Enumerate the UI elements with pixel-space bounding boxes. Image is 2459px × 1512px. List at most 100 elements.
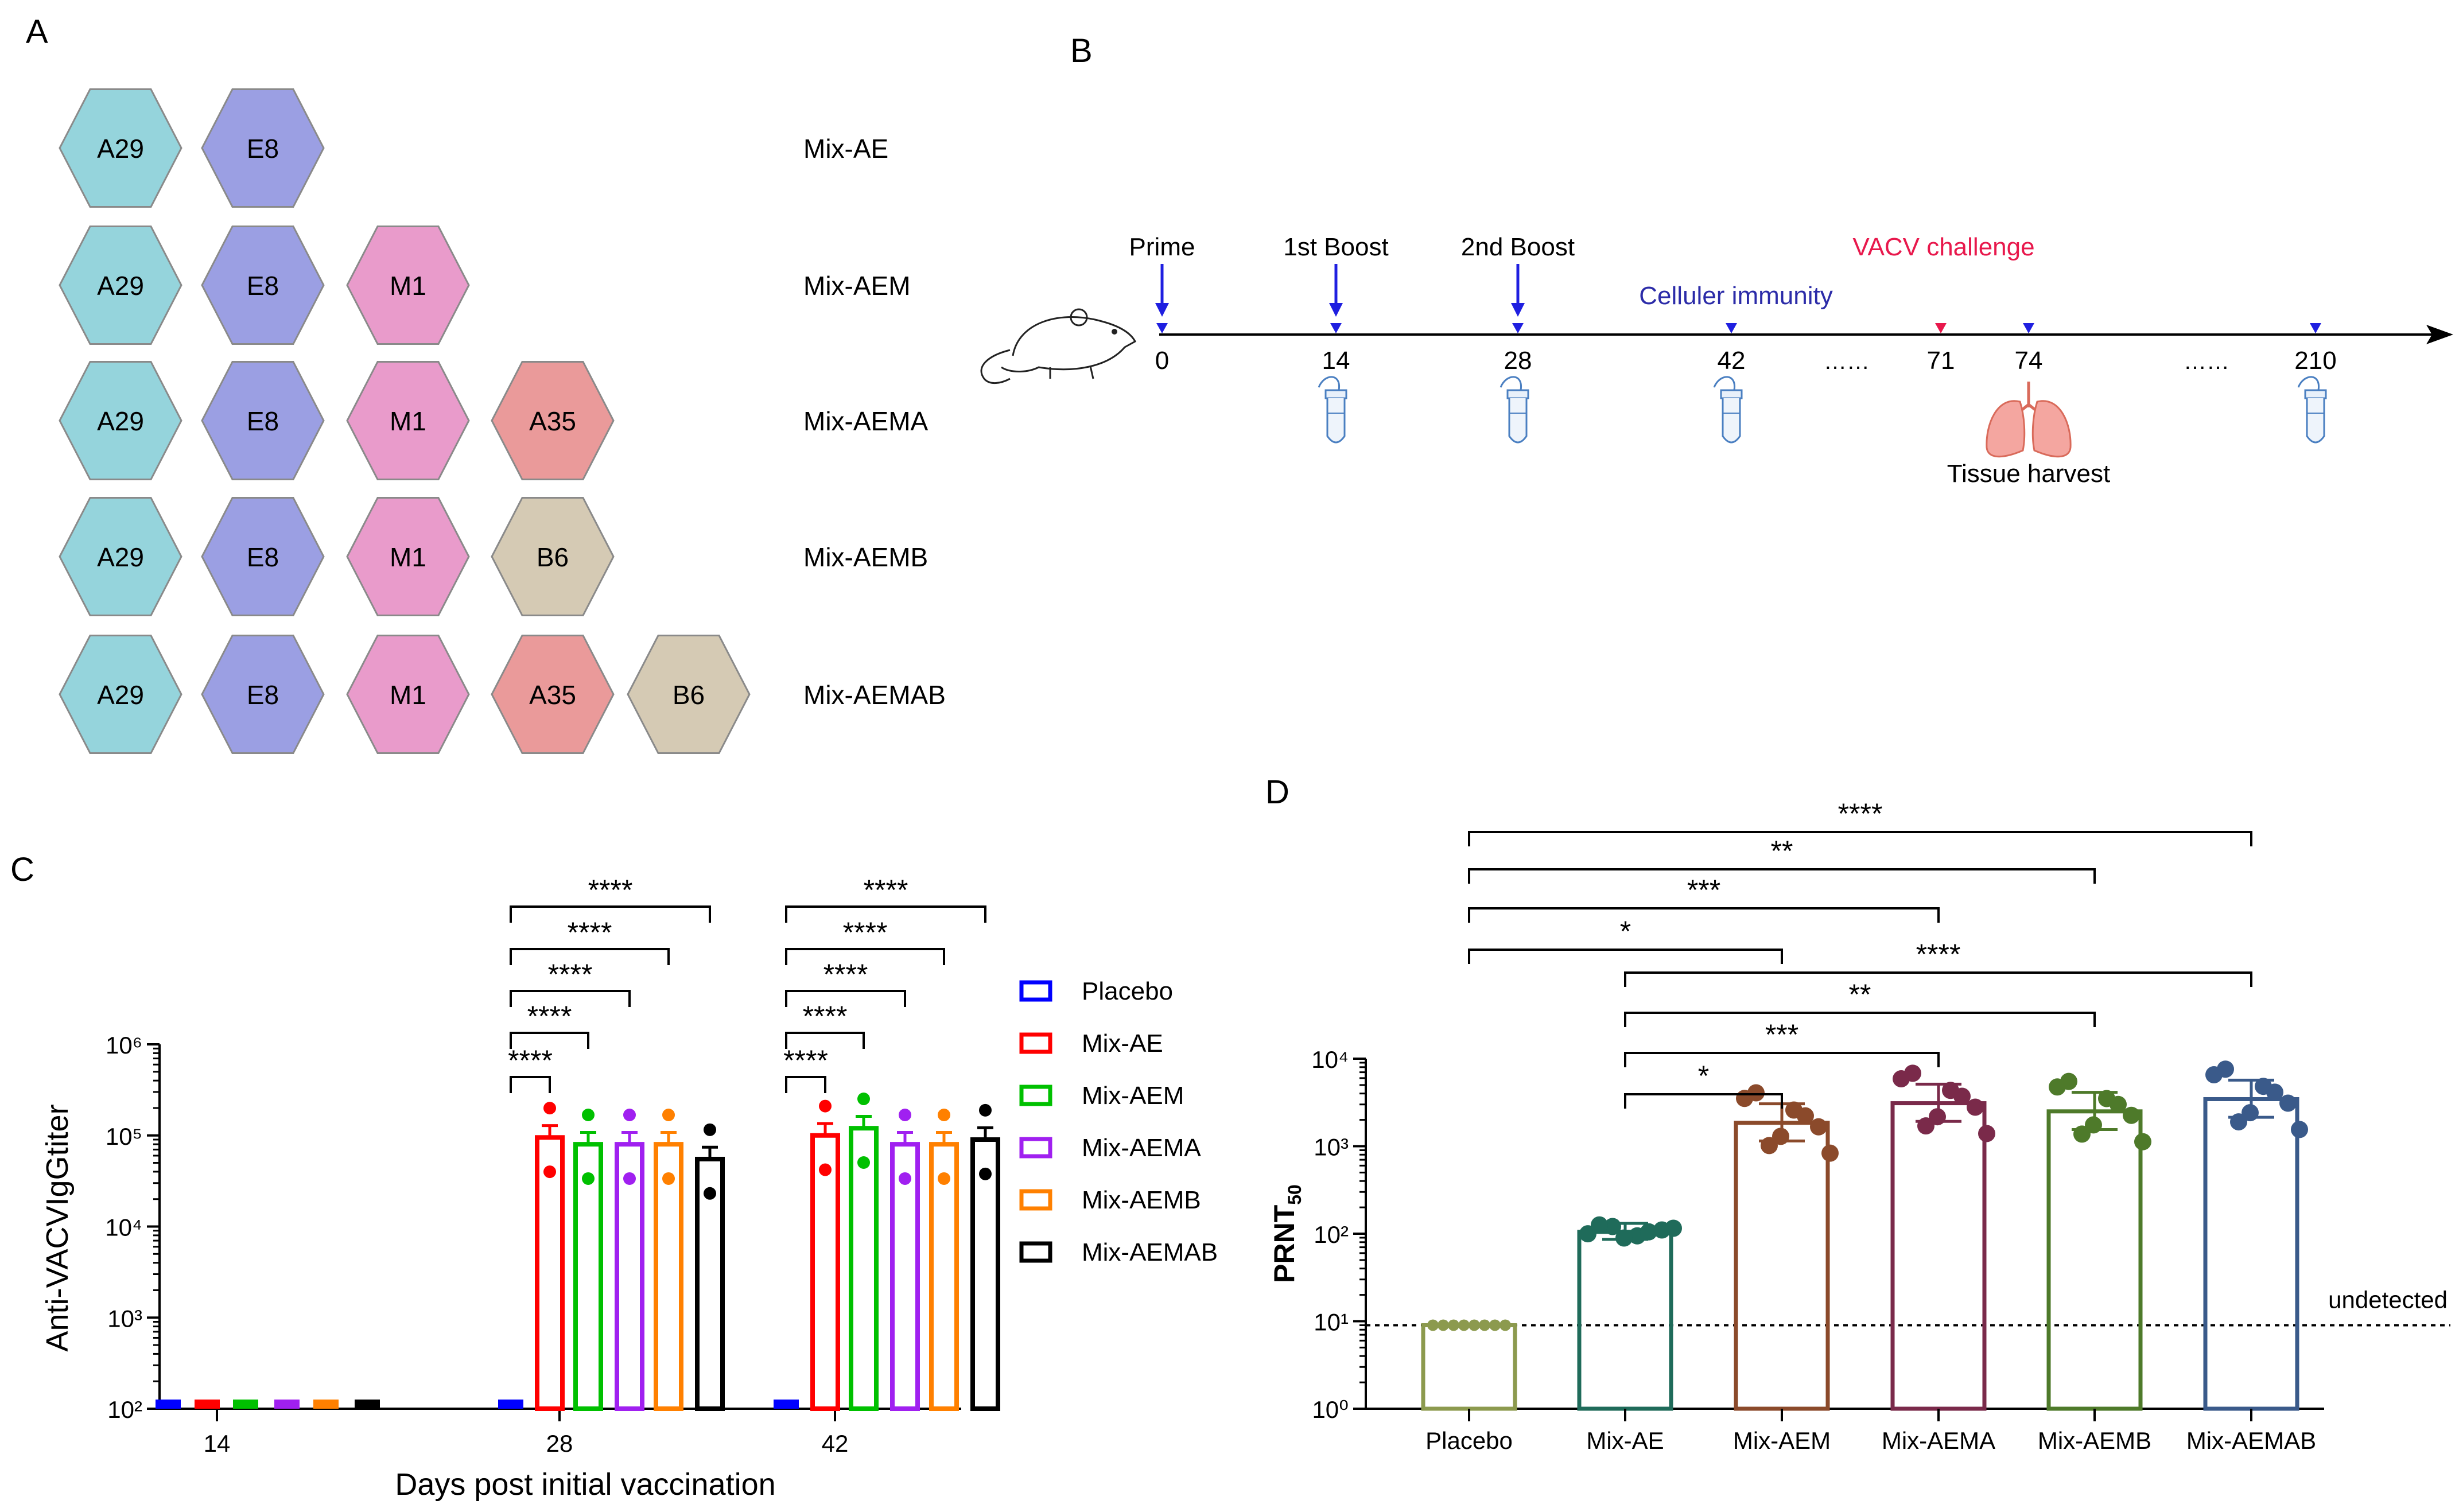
data-point [2230, 1113, 2247, 1131]
significance-label: **** [803, 1000, 848, 1032]
significance-bracket [1468, 949, 1783, 964]
y-axis-label-subscript: 50 [1284, 1184, 1305, 1205]
antigen-label: E8 [247, 271, 279, 301]
data-point [1591, 1216, 1608, 1234]
timepoint-marker [1726, 323, 1737, 333]
data-point [1810, 1118, 1827, 1136]
y-axis-label: PRNT50 [1268, 1184, 1305, 1283]
timepoint-marker [1156, 323, 1168, 333]
data-point [979, 1167, 992, 1180]
detection-limit-label: undetected [2328, 1286, 2448, 1313]
day-label: 42 [1718, 347, 1746, 375]
left-lung [1986, 400, 2026, 458]
data-point [2060, 1072, 2077, 1090]
event-label: 2nd Boost [1461, 233, 1575, 261]
data-point [899, 1108, 911, 1121]
timeline-arrowhead [2426, 325, 2453, 344]
significance-bracket [510, 948, 670, 965]
antigen-hexagon [59, 88, 182, 208]
antigen-hexagon [59, 497, 182, 616]
significance-label: **** [843, 916, 888, 949]
data-point [623, 1172, 636, 1185]
data-point [1904, 1064, 1921, 1082]
tube-cap [1500, 376, 1522, 391]
antigen-hexagon [59, 226, 182, 345]
significance-label: ** [1771, 835, 1793, 867]
data-point [543, 1102, 556, 1115]
bar-baseline [355, 1400, 380, 1409]
antigen-hexagon [491, 635, 615, 754]
antigen-hexagon [627, 635, 751, 754]
legend-swatch [1019, 1085, 1052, 1106]
y-tick-label: 10³ [1314, 1134, 1349, 1161]
x-tick-label: Mix-AEMB [2038, 1427, 2151, 1454]
antigen-hexagon [346, 497, 470, 616]
blood-tube-icon [1500, 376, 1529, 444]
data-point [582, 1108, 595, 1121]
significance-label: ** [1849, 978, 1871, 1010]
ellipsis: …… [2184, 349, 2229, 374]
data-point [1967, 1098, 1984, 1116]
antigen-hexagon [346, 226, 470, 345]
data-point [1427, 1319, 1439, 1331]
antigen-label: M1 [390, 542, 426, 572]
data-point [704, 1123, 716, 1136]
x-tick-label: Mix-AEMA [1882, 1427, 1995, 1454]
data-point [1640, 1223, 1657, 1241]
data-point [1917, 1117, 1934, 1135]
significance-label: **** [508, 1044, 553, 1076]
data-point [1747, 1084, 1765, 1102]
x-tick-label: Mix-AEM [1733, 1427, 1831, 1454]
tube-rim [1324, 389, 1347, 399]
antigen-label: B6 [673, 680, 705, 710]
data-point [704, 1187, 716, 1200]
lungs-icon [1986, 382, 2072, 458]
significance-label: **** [823, 958, 868, 990]
panel-label-d: D [1265, 774, 1289, 811]
data-point [2291, 1121, 2308, 1138]
data-point [2123, 1106, 2140, 1124]
data-point [1665, 1219, 1682, 1237]
mouse-feet [1049, 366, 1094, 379]
y-tick-label: 10³ [107, 1305, 142, 1332]
legend-label: Mix-AE [1082, 1029, 1163, 1058]
challenge-label: VACV challenge [1852, 233, 2034, 261]
data-point [2266, 1083, 2283, 1101]
antigen-label: A29 [97, 134, 144, 164]
significance-bracket [1624, 971, 2252, 987]
significance-label: **** [568, 916, 612, 949]
antigen-hexagon [346, 635, 470, 754]
bar-baseline [156, 1400, 181, 1409]
data-point [662, 1108, 675, 1121]
significance-label: **** [548, 958, 593, 990]
significance-label: * [1620, 915, 1631, 947]
data-point [2279, 1094, 2297, 1112]
y-tick-label: 10⁶ [106, 1032, 142, 1059]
data-point [938, 1108, 950, 1121]
antigen-hexagon [59, 635, 182, 754]
legend-label: Mix-AEMAB [1082, 1238, 1218, 1266]
x-tick-label: Mix-AEMAB [2186, 1427, 2316, 1454]
y-tick-label: 10² [107, 1396, 142, 1423]
data-point [2242, 1104, 2259, 1122]
data-point [938, 1172, 950, 1185]
challenge-marker [1935, 323, 1947, 333]
antigen-label: M1 [390, 680, 426, 710]
event-label: 1st Boost [1283, 233, 1388, 261]
data-point [857, 1093, 870, 1106]
data-point [2085, 1116, 2102, 1134]
tube-cap [1713, 376, 1736, 391]
tube-body [1508, 398, 1528, 444]
data-point [662, 1172, 675, 1185]
antigen-label: M1 [390, 406, 426, 436]
significance-bracket [510, 905, 711, 923]
event-arrow-head [1511, 303, 1525, 317]
day-label: 74 [2015, 347, 2043, 375]
timepoint-marker [2310, 323, 2321, 333]
data-point [543, 1165, 556, 1179]
tube-rim [2304, 389, 2327, 399]
data-point [819, 1099, 832, 1113]
significance-label: **** [588, 874, 633, 906]
mouse-ear [1070, 308, 1088, 327]
